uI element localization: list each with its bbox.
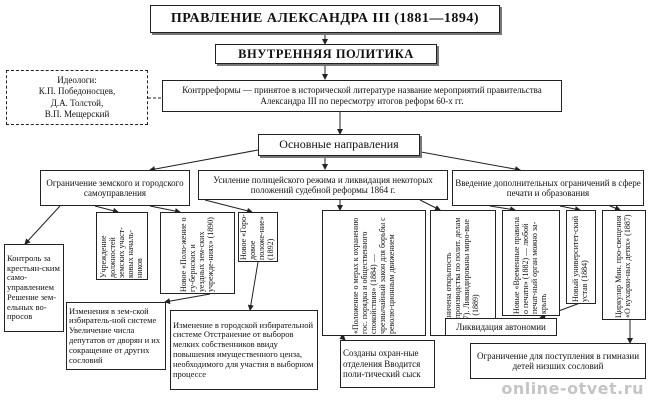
arrow-press-cooks <box>609 205 621 211</box>
arrow-main-selfgov <box>149 149 259 173</box>
city-changes-text: Изменение в городской избирательной сист… <box>173 319 314 379</box>
main-directions-box: Основные направления <box>258 134 420 156</box>
ideologist-name: В.П. Мещерский <box>44 108 110 119</box>
cooks-children-text: Циркуляр Мин. про-свещения «О кухарки-ны… <box>614 214 632 318</box>
arrow-selfgov-control <box>24 205 61 245</box>
counterreforms-box: Контрреформы — принятое в исторической л… <box>162 80 562 112</box>
city-statute-box: Новое «Горо-довое положе-ние» (1892) <box>238 212 278 262</box>
ideologists-label: Идеологи: <box>57 75 97 85</box>
arrow-press-rules <box>489 205 516 213</box>
autonomy-text: Ликвидация автономии <box>456 321 546 332</box>
city-changes-box: Изменение в городской избирательной сист… <box>170 310 318 390</box>
arrow-press-university <box>559 205 581 212</box>
direction-police: Усиление полицейского режима и ликвидаци… <box>198 170 448 200</box>
arrow-main-press <box>409 149 521 173</box>
watermark: online-otvet.ru <box>501 379 644 398</box>
zemstvo-chiefs-text: Учреждение должностей земских участ-ковы… <box>98 227 144 278</box>
arrow-selfgov-chiefs <box>94 205 119 214</box>
zemstvo-changes-box: Изменения в зем-ской избиратель-ной сист… <box>66 302 166 370</box>
direction-self-government: Ограничение земского и городского самоуп… <box>40 170 190 206</box>
page-title: ПРАВЛЕНИЕ АЛЕКСАНДРА III (1881—1894) <box>150 5 500 33</box>
security-statute-box: «Положение о мерах к охранению гос. поря… <box>322 210 426 336</box>
university-statute-box: Новый университет-ский устав (1884) <box>566 210 596 304</box>
zemstvo-changes-text: Изменения в зем-ской избиратель-ной сист… <box>69 305 161 365</box>
zemstvo-statute-text: Новое «Поло-жение о гу-бернских и уездны… <box>178 217 215 292</box>
press-rules-text: Новые «Временные правила о печати» (1882… <box>512 217 548 314</box>
cooks-children-box: Циркуляр Мин. про-свещения «О кухарки-ны… <box>602 210 646 320</box>
page-title-text: ПРАВЛЕНИЕ АЛЕКСАНДРА III (1881—1894) <box>170 10 480 26</box>
control-peasant-text: Контроль за крестьян-ским само-управлени… <box>7 252 60 322</box>
admission-text: Ограничение для поступления в гимназии д… <box>476 350 640 371</box>
direction-police-text: Усиление полицейского режима и ликвидаци… <box>213 174 433 195</box>
counterreforms-text: Контрреформы — принятое в исторической л… <box>182 85 542 106</box>
security-statute-text: «Положение о мерах к охранению гос. поря… <box>350 217 396 334</box>
arrow-police-court <box>419 199 441 211</box>
admission-box: Ограничение для поступления в гимназии д… <box>470 343 646 379</box>
zemstvo-statute-box: Новое «Поло-жение о гу-бернских и уездны… <box>160 212 235 294</box>
control-peasant-box: Контроль за крестьян-ским само-управлени… <box>4 244 64 332</box>
direction-press-text: Введение дополнительных ограничений в сф… <box>455 177 641 198</box>
arrow-selfgov-zemstvo <box>149 205 181 214</box>
university-statute-text: Новый университет-ский устав (1884) <box>571 215 589 302</box>
zemstvo-chiefs-box: Учреждение должностей земских участ-ковы… <box>96 212 148 280</box>
okhrana-text: Созданы охран-ные отделения Вводится пол… <box>343 348 421 380</box>
court-limit-box: Ограничена открытость судопроизводства п… <box>430 210 496 336</box>
court-limit-text: Ограничена открытость судопроизводства п… <box>444 217 480 334</box>
arrow-city-changes <box>247 261 259 311</box>
direction-self-government-text: Ограничение земского и городского самоуп… <box>46 177 184 198</box>
diagram-subtitle-text: ВНУТРЕННЯЯ ПОЛИТИКА <box>238 46 414 61</box>
autonomy-box: Ликвидация автономии <box>445 318 557 336</box>
arrow-zemstvo-changes <box>164 293 211 305</box>
ideologist-name: Д.А. Толстой, <box>50 97 104 108</box>
okhrana-box: Созданы охран-ные отделения Вводится пол… <box>340 340 435 388</box>
direction-press: Введение дополнительных ограничений в сф… <box>452 170 644 206</box>
arrow-selfgov-city <box>204 199 253 214</box>
ideologist-name: К.П. Победоносцев, <box>38 86 116 97</box>
city-statute-text: Новое «Горо-довое положе-ние» (1892) <box>239 214 275 260</box>
diagram-subtitle: ВНУТРЕННЯЯ ПОЛИТИКА <box>215 44 437 64</box>
ideologists-box: Идеологи: К.П. Победоносцев, Д.А. Толсто… <box>6 70 148 125</box>
main-directions-text: Основные направления <box>279 137 399 152</box>
press-rules-box: Новые «Временные правила о печати» (1882… <box>502 210 560 316</box>
